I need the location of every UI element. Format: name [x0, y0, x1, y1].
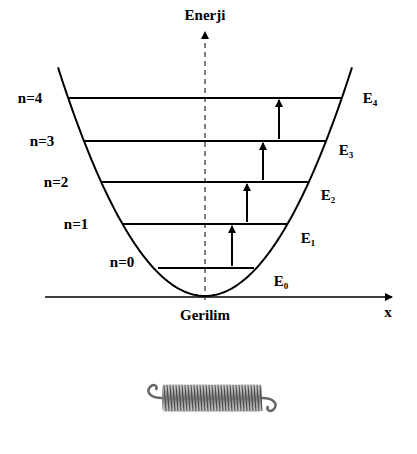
axis-label: Enerji	[185, 7, 226, 24]
energy-axis	[204, 32, 206, 300]
energy-levels	[68, 98, 342, 268]
level-number: n=2	[44, 174, 68, 191]
energy-label: E₃	[339, 142, 354, 159]
energy-label: E₀	[274, 273, 289, 290]
axis-label: Gerilim	[180, 307, 230, 324]
spring-illustration	[149, 384, 276, 412]
energy-label: E₂	[321, 187, 336, 204]
energy-label: E₄	[363, 90, 378, 107]
level-number: n=3	[30, 133, 54, 150]
level-number: n=0	[110, 254, 134, 271]
energy-label: E₁	[301, 230, 316, 247]
level-number: n=4	[18, 90, 42, 107]
transition-arrows	[232, 100, 279, 266]
axis-label: x	[384, 304, 392, 321]
potential-curve	[58, 67, 352, 296]
level-number: n=1	[64, 216, 88, 233]
x-axis	[45, 296, 392, 298]
